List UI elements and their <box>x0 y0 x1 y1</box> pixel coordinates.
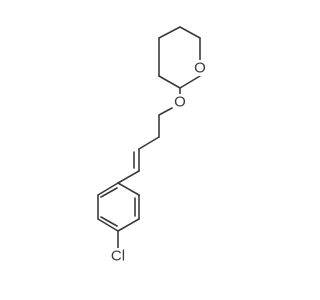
ring-oxygen-bg <box>193 60 207 76</box>
ether-oxygen-bg <box>173 94 187 110</box>
structure-canvas: O O Cl <box>97 26 207 265</box>
bond-ring-2 <box>179 26 201 39</box>
atom-labels: O O Cl <box>107 60 207 265</box>
bond-ar-4-inner <box>100 216 118 227</box>
bond-group <box>97 26 201 249</box>
bond-ar-1 <box>117 182 140 196</box>
bond-ar-6-inner <box>100 187 118 198</box>
chlorine-label: Cl <box>111 248 125 265</box>
bond-o-c1 <box>158 107 173 116</box>
bond-c4-c5 <box>117 170 140 184</box>
bond-ar-6 <box>97 182 119 196</box>
bond-ring-1 <box>158 26 181 39</box>
ring-oxygen-label: O <box>194 60 206 77</box>
chlorine-bg <box>107 248 129 264</box>
bond-ring-5 <box>158 75 181 89</box>
bond-ring-4 <box>179 75 201 89</box>
bond-c2-c3 <box>138 136 160 150</box>
bond-ar-4 <box>97 218 119 232</box>
molecule-structure: O O Cl <box>97 26 207 265</box>
bond-ar-3 <box>117 218 140 232</box>
ether-oxygen-label: O <box>174 94 186 111</box>
